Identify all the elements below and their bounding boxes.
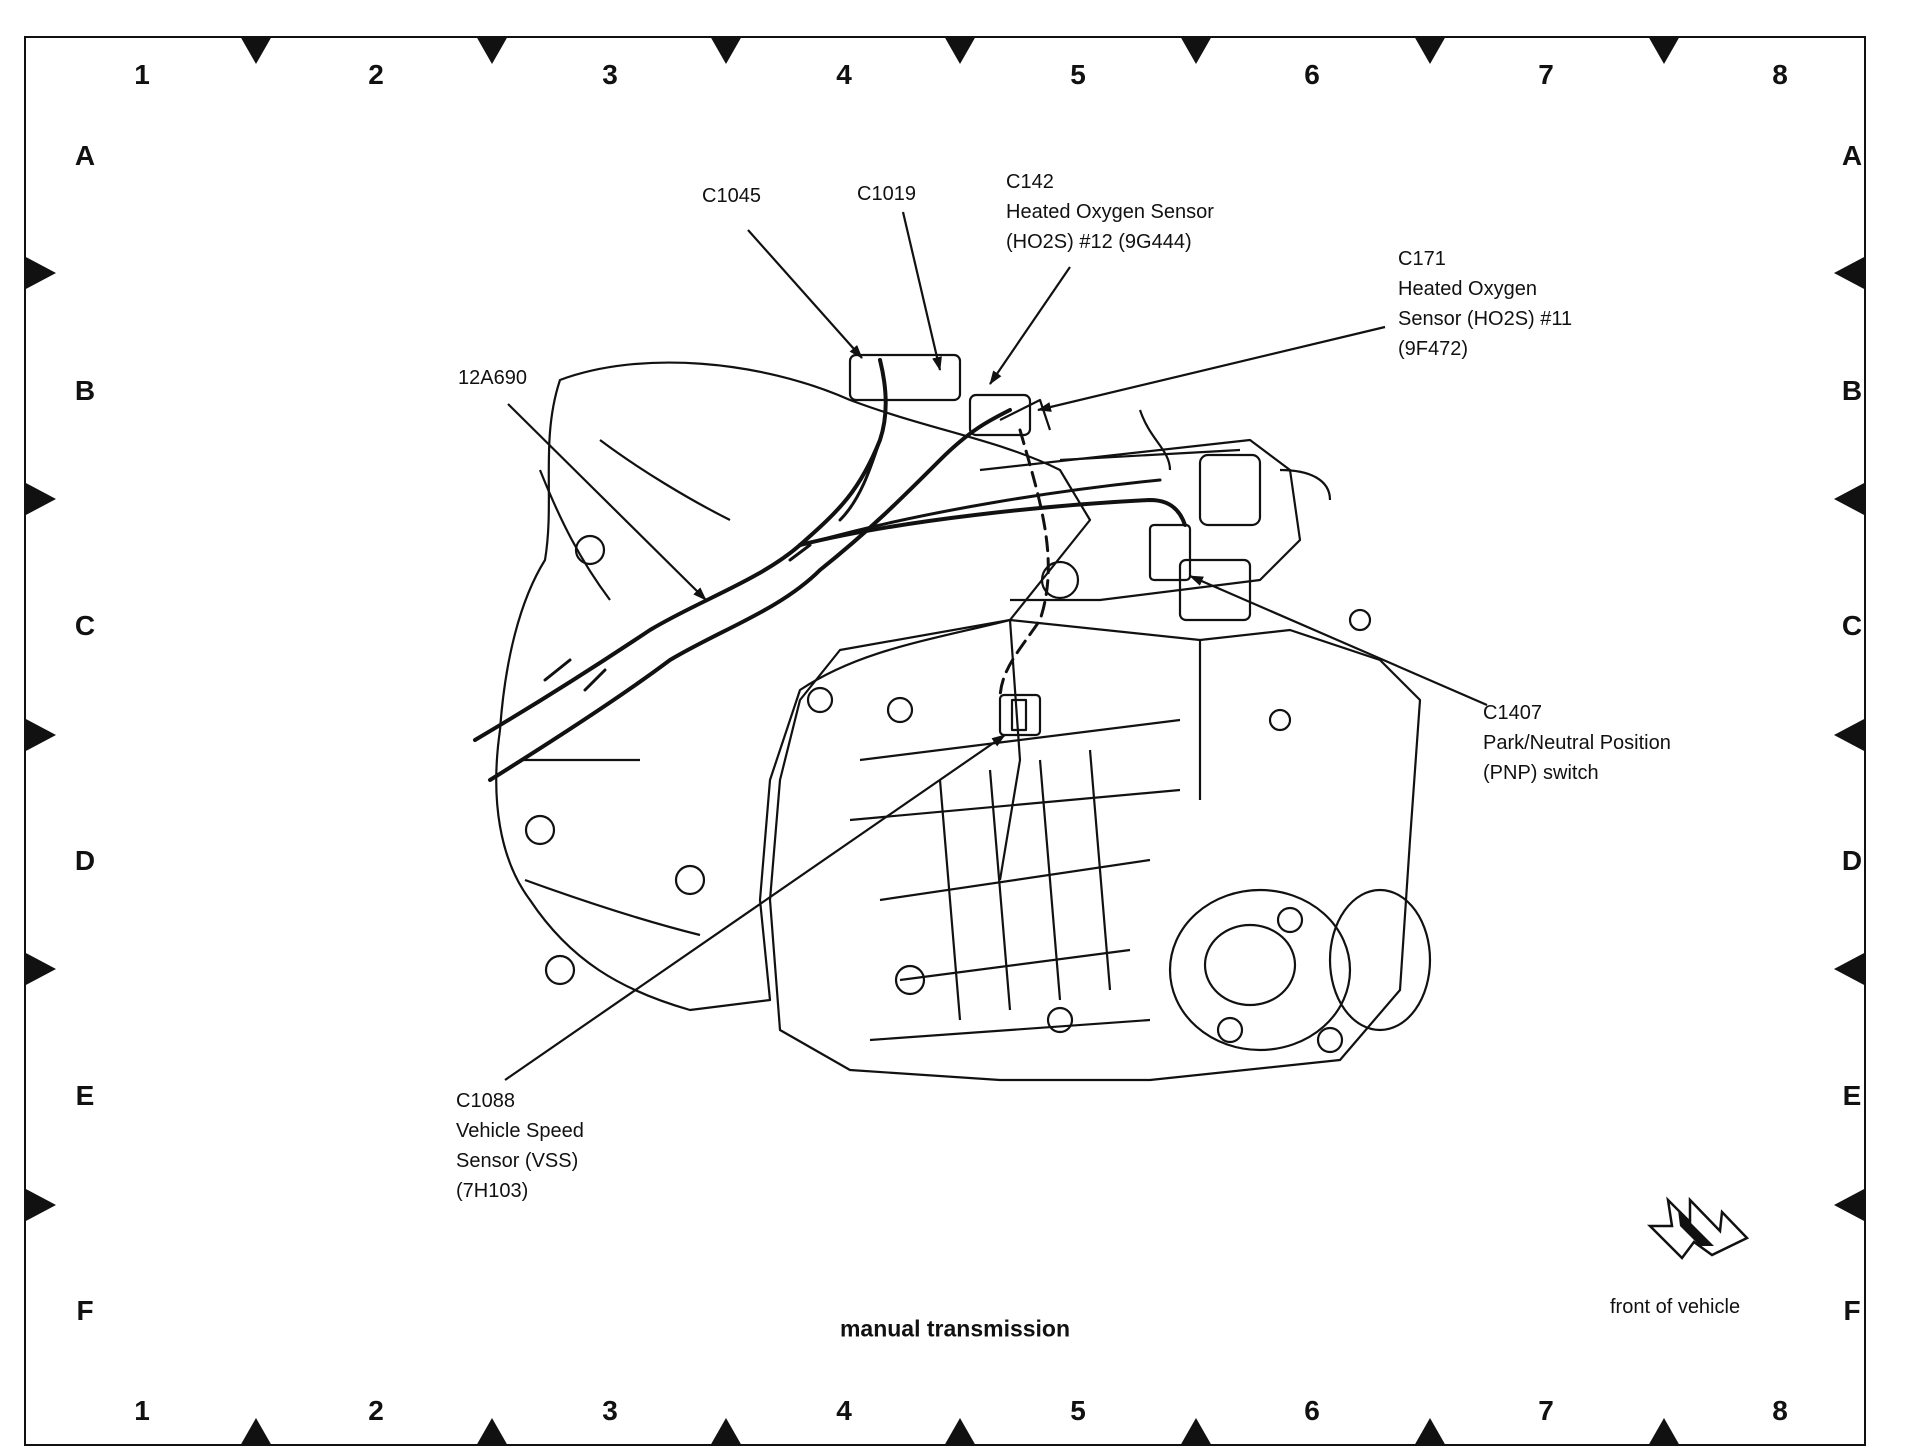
callout-c1045: C1045 [702, 181, 761, 211]
transmission-case [495, 353, 1432, 1082]
callout-c171-line: (9F472) [1398, 338, 1469, 360]
callout-c1045-line: C1045 [702, 185, 761, 207]
grid-row-label-left: D [74, 845, 96, 876]
grid-col-label-bottom: 6 [1304, 1395, 1320, 1426]
callout-c142: C142 Heated Oxygen Sensor (HO2S) #12 (9G… [1006, 167, 1214, 257]
grid-col-label-bottom: 8 [1772, 1395, 1788, 1426]
callout-c1019-line: C1019 [857, 183, 916, 205]
grid-row-label-left: C [74, 610, 96, 641]
grid-col-label-top: 3 [602, 59, 618, 90]
callout-12a690-line: 12A690 [458, 367, 527, 389]
grid-row-label-left: F [76, 1295, 94, 1326]
grid-col-label-top: 7 [1538, 59, 1554, 90]
grid-col-label-bottom: 3 [602, 1395, 618, 1426]
callout-c171-line: C171 [1398, 248, 1446, 270]
callout-leaders [504, 211, 1488, 1081]
callout-c1088-line: Vehicle Speed [456, 1120, 584, 1142]
grid-col-label-top: 6 [1304, 59, 1320, 90]
callout-c171-line: Heated Oxygen [1398, 278, 1537, 300]
grid-col-label-top: 8 [1772, 59, 1788, 90]
callout-c171-line: Sensor (HO2S) #11 [1398, 308, 1573, 330]
callout-c1088-line: Sensor (VSS) [456, 1150, 579, 1172]
callout-c1407-line: (PNP) switch [1483, 762, 1599, 784]
grid-col-label-bottom: 7 [1538, 1395, 1554, 1426]
grid-row-label-left: E [75, 1080, 95, 1111]
callout-c1407-line: Park/Neutral Position [1483, 732, 1671, 754]
callout-c1407-line: C1407 [1483, 702, 1542, 724]
callout-c1407: C1407 Park/Neutral Position (PNP) switch [1483, 698, 1671, 788]
callout-c171: C171 Heated Oxygen Sensor (HO2S) #11 (9F… [1398, 244, 1572, 364]
grid-col-label-bottom: 1 [134, 1395, 150, 1426]
grid-col-label-top: 2 [368, 59, 384, 90]
callout-c1088-line: (7H103) [456, 1180, 529, 1202]
grid-row-label-left: A [74, 140, 96, 171]
grid-col-label-bottom: 4 [836, 1395, 852, 1426]
callout-c1088: C1088 Vehicle Speed Sensor (VSS) (7H103) [456, 1086, 584, 1206]
callout-12a690: 12A690 [458, 363, 527, 393]
callout-c1088-line: C1088 [456, 1090, 515, 1112]
grid-row-label-right: C [1841, 610, 1863, 641]
callout-c142-line: (HO2S) #12 (9G444) [1006, 231, 1192, 253]
grid-col-label-top: 5 [1070, 59, 1086, 90]
grid-col-label-bottom: 5 [1070, 1395, 1086, 1426]
front-of-vehicle-arrow-icon [1646, 1196, 1750, 1260]
grid-row-label-right: B [1841, 375, 1863, 406]
grid-row-label-right: A [1841, 140, 1863, 171]
grid-row-label-right: F [1843, 1295, 1861, 1326]
callout-c1019: C1019 [857, 179, 916, 209]
grid-col-label-top: 4 [836, 59, 852, 90]
diagram-caption: manual transmission [839, 1315, 1071, 1342]
grid-row-label-right: E [1842, 1080, 1862, 1111]
grid-row-label-right: D [1841, 845, 1863, 876]
front-of-vehicle-label: front of vehicle [1610, 1296, 1741, 1318]
callout-c142-line: C142 [1006, 171, 1054, 193]
grid-col-label-top: 1 [134, 59, 150, 90]
grid-row-label-left: B [74, 375, 96, 406]
grid-tick-marks [24, 36, 1866, 1446]
callout-c142-line: Heated Oxygen Sensor [1006, 201, 1214, 223]
grid-col-label-bottom: 2 [368, 1395, 384, 1426]
wiring-harness [473, 358, 1187, 782]
